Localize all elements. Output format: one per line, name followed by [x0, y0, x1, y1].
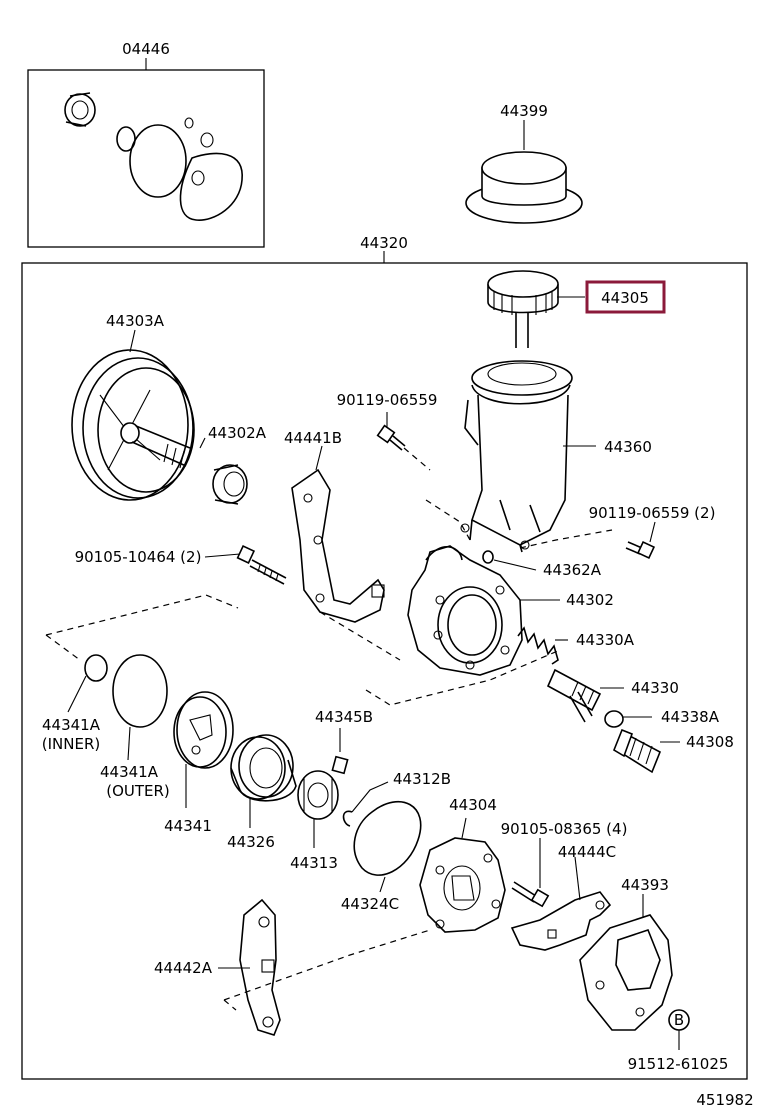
key-44345B: [331, 755, 349, 775]
snap-ring-44312B: [342, 810, 353, 827]
label-44399[interactable]: 44399: [500, 102, 548, 120]
gasket-44393: [579, 914, 673, 1031]
assembly-frame-44320: [21, 262, 748, 1080]
label-44341A-inner[interactable]: 44341A: [42, 716, 101, 734]
label-44341A-inner-sub[interactable]: (INNER): [42, 735, 100, 753]
bracket-44444C: [510, 891, 612, 951]
label-44444C[interactable]: 44444C: [558, 843, 616, 861]
label-44341[interactable]: 44341: [164, 817, 212, 835]
label-44393[interactable]: 44393: [621, 876, 669, 894]
o-ring-44341A-outer: [112, 654, 168, 728]
label-44308[interactable]: 44308: [686, 733, 734, 751]
bolt-90105-10464: [236, 544, 287, 585]
cap-44305: [487, 270, 559, 348]
label-44362A[interactable]: 44362A: [543, 561, 602, 579]
label-44330A[interactable]: 44330A: [576, 631, 635, 649]
o-ring-44341A-inner: [84, 654, 108, 682]
label-44313[interactable]: 44313: [290, 854, 338, 872]
pump-body-44302: [407, 545, 523, 676]
label-44304[interactable]: 44304: [449, 796, 497, 814]
label-44303A[interactable]: 44303A: [106, 312, 165, 330]
label-44302A[interactable]: 44302A: [208, 424, 267, 442]
label-44442A[interactable]: 44442A: [154, 959, 213, 977]
label-44326[interactable]: 44326: [227, 833, 275, 851]
cam-ring-44326: [230, 734, 297, 802]
label-44320[interactable]: 44320: [360, 234, 408, 252]
bolt-90119-upper: [376, 424, 406, 451]
o-ring-44362A: [482, 550, 494, 564]
label-04446[interactable]: 04446: [122, 40, 170, 58]
bolt-90105-08365: [511, 881, 550, 908]
dashed-assembly-lines: [45, 447, 613, 1011]
label-44341A-outer-sub[interactable]: (OUTER): [106, 782, 170, 800]
gasket-44324C: [353, 801, 422, 876]
gasket-kit-04446: [64, 92, 243, 221]
leader-lines: [67, 120, 680, 1050]
reservoir-44360: [460, 360, 573, 553]
label-44341A-outer[interactable]: 44341A: [100, 763, 159, 781]
bearing-44302A: [212, 464, 248, 505]
rotor-44313: [297, 770, 339, 820]
label-44330[interactable]: 44330: [631, 679, 679, 697]
pulley-44303A: [71, 349, 195, 501]
label-44338A[interactable]: 44338A: [661, 708, 720, 726]
label-44324C[interactable]: 44324C: [341, 895, 399, 913]
bolt-90119-right: [625, 540, 656, 560]
bracket-44442A: [239, 898, 281, 1036]
spring-44330A: [517, 626, 559, 665]
label-90119-06559-2[interactable]: 90119-06559 (2): [589, 504, 716, 522]
b-symbol-letter: B: [674, 1011, 684, 1029]
kit-frame-04446: [27, 69, 265, 248]
o-ring-44338A: [604, 710, 624, 728]
label-90119-06559[interactable]: 90119-06559: [337, 391, 438, 409]
label-44360[interactable]: 44360: [604, 438, 652, 456]
label-44305[interactable]: 44305: [601, 289, 649, 307]
bracket-44441B: [291, 468, 385, 623]
label-90105-08365-4[interactable]: 90105-08365 (4): [501, 820, 628, 838]
label-44302[interactable]: 44302: [566, 591, 614, 609]
diagram-id: 451982: [696, 1091, 753, 1109]
rear-housing-44304: [419, 837, 506, 933]
union-44308: [613, 728, 662, 774]
side-plate-44341: [173, 691, 234, 769]
highlight-box-44305: [585, 280, 666, 314]
reservoir-cap-44399: [465, 151, 583, 224]
valve-44330: [546, 668, 602, 723]
label-44345B[interactable]: 44345B: [315, 708, 373, 726]
label-90105-10464-2[interactable]: 90105-10464 (2): [75, 548, 202, 566]
label-44312B[interactable]: 44312B: [393, 770, 451, 788]
label-44441B[interactable]: 44441B: [284, 429, 342, 447]
label-91512-61025[interactable]: 91512-61025: [628, 1055, 729, 1073]
